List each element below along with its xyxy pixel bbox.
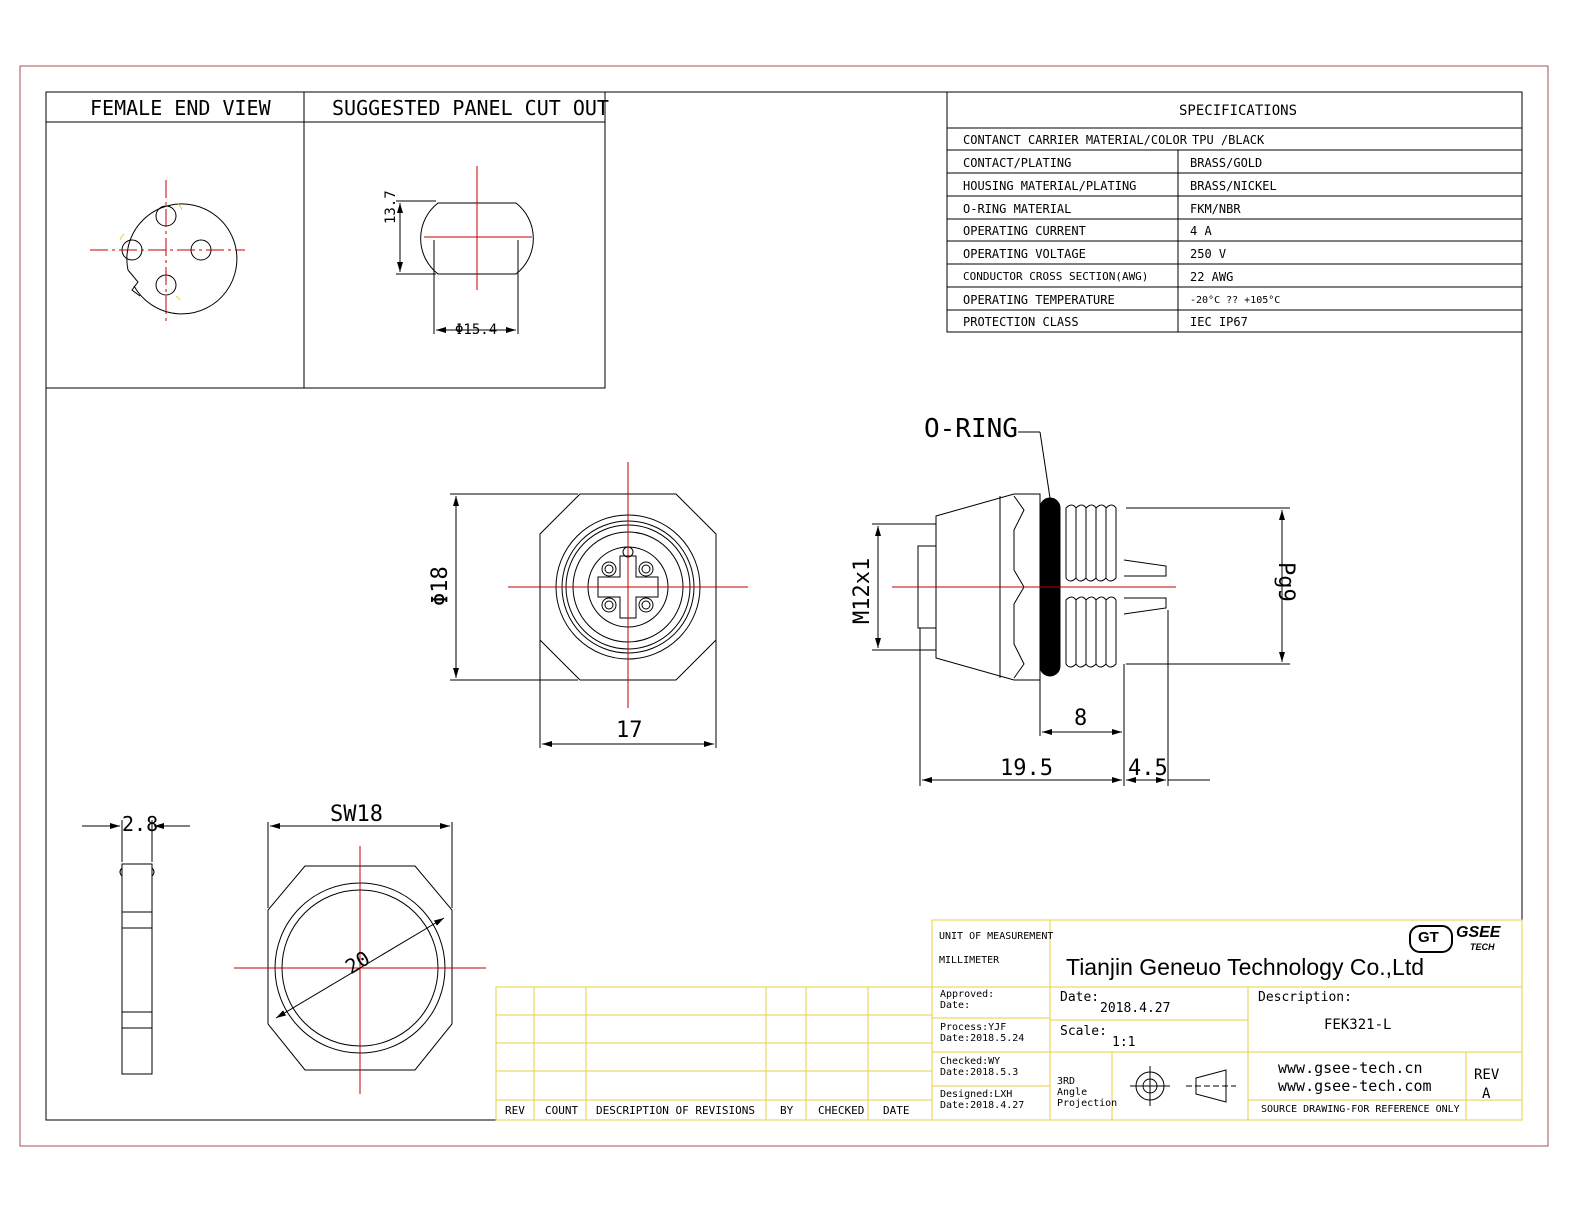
spec-value: 250 V [1190, 247, 1227, 261]
spec-key: CONTACT/PLATING [963, 156, 1072, 170]
company-name: Tianjin Geneuo Technology Co.,Ltd [1066, 954, 1425, 980]
panel-height-dim: 13.7 [383, 190, 399, 224]
spec-table-lines [946, 91, 1523, 333]
company-logo [1409, 925, 1453, 953]
spec-key: HOUSING MATERIAL/PLATING [963, 179, 1137, 193]
spec-value: BRASS/NICKEL [1190, 179, 1277, 193]
front-view-drawing [450, 462, 748, 748]
female-end-view-drawing [90, 180, 245, 325]
panel-cutout-drawing [396, 166, 534, 334]
designed-date: Date:2018.4.27 [940, 1100, 1025, 1111]
spec-row: OPERATING VOLTAGE 250 V [947, 243, 1522, 265]
rev-value: A [1482, 1086, 1491, 1102]
spec-row: OPERATING TEMPERATURE -20°C ?? +105°C [947, 289, 1522, 311]
spec-value: 22 AWG [1190, 270, 1234, 284]
nut-thickness-dim: 2.8 [122, 812, 159, 836]
pg-dim: Pg9 [1273, 562, 1298, 602]
spec-row: O-RING MATERIAL FKM/NBR [947, 198, 1522, 220]
views-box [45, 91, 606, 389]
spec-key: CONDUCTOR CROSS SECTION(AWG) [963, 270, 1149, 283]
logo-gt: GT [1418, 929, 1439, 946]
outer-frame [19, 65, 1549, 1147]
date-label: Date: [1060, 990, 1100, 1005]
spec-row: CONTANCT CARRIER MATERIAL/COLOR TPU /BLAC… [947, 129, 1522, 151]
spec-key: OPERATING CURRENT [963, 224, 1086, 238]
unit-label: UNIT OF MEASUREMENT [939, 931, 1054, 942]
rev-header-checked: CHECKED [818, 1104, 865, 1117]
spec-row: HOUSING MATERIAL/PLATING BRASS/NICKEL [947, 175, 1522, 197]
process-label: Process:YJF [940, 1022, 1007, 1033]
panel-dia-dim: Φ15.4 [455, 322, 498, 338]
spec-value: IEC IP67 [1190, 315, 1248, 329]
spec-value: -20°C ?? +105°C [1190, 295, 1281, 306]
oring-len-dim: 8 [1074, 706, 1088, 731]
revision-table-lines [495, 986, 933, 1121]
spec-row: CONDUCTOR CROSS SECTION(AWG) 22 AWG [947, 266, 1522, 288]
rev-header-date: DATE [883, 1104, 910, 1117]
spec-key: O-RING MATERIAL [963, 202, 1072, 216]
front-dia-dim: Φ18 [428, 566, 453, 606]
approved-date: Date: [940, 1000, 971, 1011]
spec-title: SPECIFICATIONS [1179, 103, 1298, 119]
approved-label: Approved: [940, 989, 995, 1000]
date-value: 2018.4.27 [1100, 1001, 1171, 1016]
spec-row: CONTACT/PLATING BRASS/GOLD [947, 152, 1522, 174]
spec-key: CONTANCT CARRIER MATERIAL/COLOR [963, 133, 1187, 147]
nut-sw-dim: SW18 [330, 802, 383, 827]
projection-label: 3RD Angle Projection [1057, 1076, 1118, 1109]
rev-header-rev: REV [505, 1104, 525, 1117]
logo-gsee: GSEE [1456, 924, 1501, 941]
front-width-dim: 17 [616, 718, 643, 743]
panel-cut-out-title: SUGGESTED PANEL CUT OUT [332, 96, 609, 120]
checked-date: Date:2018.5.3 [940, 1067, 1019, 1078]
spec-value: TPU /BLACK [1192, 133, 1265, 147]
source-note: SOURCE DRAWING-FOR REFERENCE ONLY [1261, 1104, 1460, 1115]
total-len-dim: 19.5 [1000, 756, 1053, 781]
description-label: Description: [1258, 990, 1352, 1005]
title-block-lines [931, 919, 1523, 1121]
spec-value: 4 A [1190, 224, 1212, 238]
spec-key: OPERATING VOLTAGE [963, 247, 1086, 261]
scale-value: 1:1 [1112, 1035, 1136, 1050]
nut-side-drawing [82, 820, 190, 1075]
rev-header-by: BY [780, 1104, 794, 1117]
checked-label: Checked:WY [940, 1056, 1001, 1067]
description-value: FEK321-L [1324, 1017, 1392, 1033]
nut-front-drawing [234, 822, 486, 1094]
spec-key: PROTECTION CLASS [963, 315, 1079, 329]
spec-key: OPERATING TEMPERATURE [963, 293, 1115, 307]
pin-len-dim: 4.5 [1128, 756, 1168, 781]
projection-symbol [1130, 1066, 1236, 1106]
logo-tech: TECH [1470, 942, 1495, 952]
unit-value: MILLIMETER [939, 955, 1000, 966]
spec-row: OPERATING CURRENT 4 A [947, 220, 1522, 242]
spec-value: FKM/NBR [1190, 202, 1241, 216]
rev-header-count: COUNT [545, 1104, 579, 1117]
rev-label: REV [1474, 1067, 1500, 1083]
thread-dim: M12x1 [850, 557, 875, 624]
website-com: www.gsee-tech.com [1278, 1077, 1432, 1095]
side-view-drawing [872, 431, 1290, 786]
spec-value: BRASS/GOLD [1190, 156, 1263, 170]
rev-header-description: DESCRIPTION OF REVISIONS [596, 1104, 755, 1117]
designed-label: Designed:LXH [940, 1089, 1013, 1100]
website-cn: www.gsee-tech.cn [1278, 1059, 1423, 1077]
oring-label: O-RING [924, 414, 1018, 444]
spec-row: PROTECTION CLASS IEC IP67 [947, 311, 1522, 333]
female-end-view-title: FEMALE END VIEW [90, 96, 271, 120]
process-date: Date:2018.5.24 [940, 1033, 1025, 1044]
scale-label: Scale: [1060, 1024, 1107, 1039]
